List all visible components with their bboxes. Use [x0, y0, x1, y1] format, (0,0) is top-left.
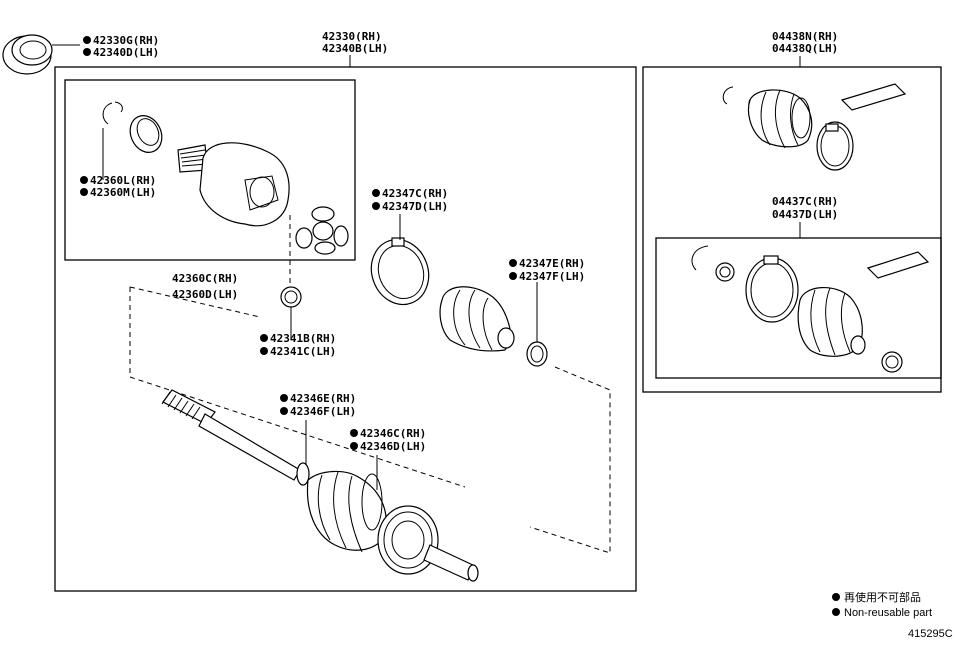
label-outer-bearing-rh: 42330G(RH): [93, 34, 159, 47]
label-shaft-assembly-rh: 42330(RH): [322, 30, 382, 43]
outboard-kit-boot: [797, 286, 866, 357]
legend-japanese: 再使用不可部品: [844, 590, 921, 604]
non-reusable-marker: [80, 188, 88, 196]
outboard-kit-grease-pack: [866, 251, 930, 279]
non-reusable-marker: [350, 429, 358, 437]
label-outboard-boot-clamp-lh: 42346F(LH): [290, 405, 356, 418]
inboard-boot-part: [439, 286, 515, 352]
label-boot-clamp-large-rh: 42347C(RH): [382, 187, 448, 200]
label-inner-joint-lh: 42360D(LH): [172, 288, 238, 301]
label-inner-joint-rh: 42360C(RH): [172, 272, 238, 285]
label-inner-snap-ring-lh: 42360M(LH): [90, 186, 156, 199]
label-outboard-boot-clamp-rh: 42346E(RH): [290, 392, 356, 405]
label-outboard-joint-clamp-lh: 42346D(LH): [360, 440, 426, 453]
legend-english: Non-reusable part: [844, 607, 932, 619]
inner-joint-subframe: [64, 79, 356, 261]
inboard-kit-grease-pack: [840, 83, 907, 111]
label-boot-clamp-large-lh: 42347D(LH): [382, 200, 448, 213]
snap-ring-part: [280, 286, 302, 308]
label-inner-snap-ring-rh: 42360L(RH): [90, 174, 156, 187]
label-inboard-kit-lh: 04438Q(LH): [772, 42, 838, 55]
group-dash-left: [129, 287, 466, 488]
non-reusable-marker: [372, 202, 380, 210]
inner-seal-ring-part: [129, 115, 163, 153]
label-outer-bearing-lh: 42340D(LH): [93, 46, 159, 59]
non-reusable-marker: [350, 442, 358, 450]
label-boot-clamp-small-lh: 42347F(LH): [519, 270, 585, 283]
legend-marker: [832, 593, 840, 601]
main-assembly-frame: [54, 66, 637, 592]
legend-marker: [832, 608, 840, 616]
outboard-kit-clamp-large: [745, 255, 799, 323]
non-reusable-marker: [280, 394, 288, 402]
group-dash-top: [129, 286, 261, 318]
non-reusable-marker: [260, 334, 268, 342]
label-shaft-assembly-lh: 42340B(LH): [322, 42, 388, 55]
outboard-kit-clip: [715, 262, 735, 282]
tripod-part: [295, 206, 349, 255]
non-reusable-marker: [83, 36, 91, 44]
label-outboard-joint-clamp-rh: 42346C(RH): [360, 427, 426, 440]
label-outboard-kit-rh: 04437C(RH): [772, 195, 838, 208]
group-dash-right: [529, 366, 611, 554]
non-reusable-marker: [509, 259, 517, 267]
boot-clamp-large-part: [370, 237, 430, 306]
inboard-kit-clamp: [816, 121, 854, 171]
outboard-joint-part: [306, 470, 479, 582]
label-snap-ring-rh: 42341B(RH): [270, 332, 336, 345]
drive-shaft-part: [161, 389, 310, 486]
non-reusable-marker: [372, 189, 380, 197]
label-inboard-kit-rh: 04438N(RH): [772, 30, 838, 43]
boot-clamp-small-part: [526, 341, 548, 367]
label-snap-ring-lh: 42341C(LH): [270, 345, 336, 358]
inboard-kit-snap-ring: [722, 86, 734, 105]
outer-bearing-part: [2, 34, 53, 75]
label-boot-clamp-small-rh: 42347E(RH): [519, 257, 585, 270]
non-reusable-marker: [509, 272, 517, 280]
boot-kit-frame: [642, 66, 942, 393]
outboard-kit-clamp-small: [881, 351, 903, 373]
label-outboard-kit-lh: 04437D(LH): [772, 208, 838, 221]
non-reusable-marker: [80, 176, 88, 184]
inboard-kit-boot: [747, 89, 813, 149]
diagram-id: 415295C: [908, 628, 953, 640]
outboard-boot-kit-subframe: [655, 237, 942, 379]
inner-snap-ring-part: [102, 101, 123, 125]
inner-joint-housing-part: [177, 142, 290, 227]
non-reusable-marker: [280, 407, 288, 415]
non-reusable-marker: [83, 48, 91, 56]
non-reusable-marker: [260, 347, 268, 355]
outboard-kit-snap-ring: [691, 245, 709, 271]
